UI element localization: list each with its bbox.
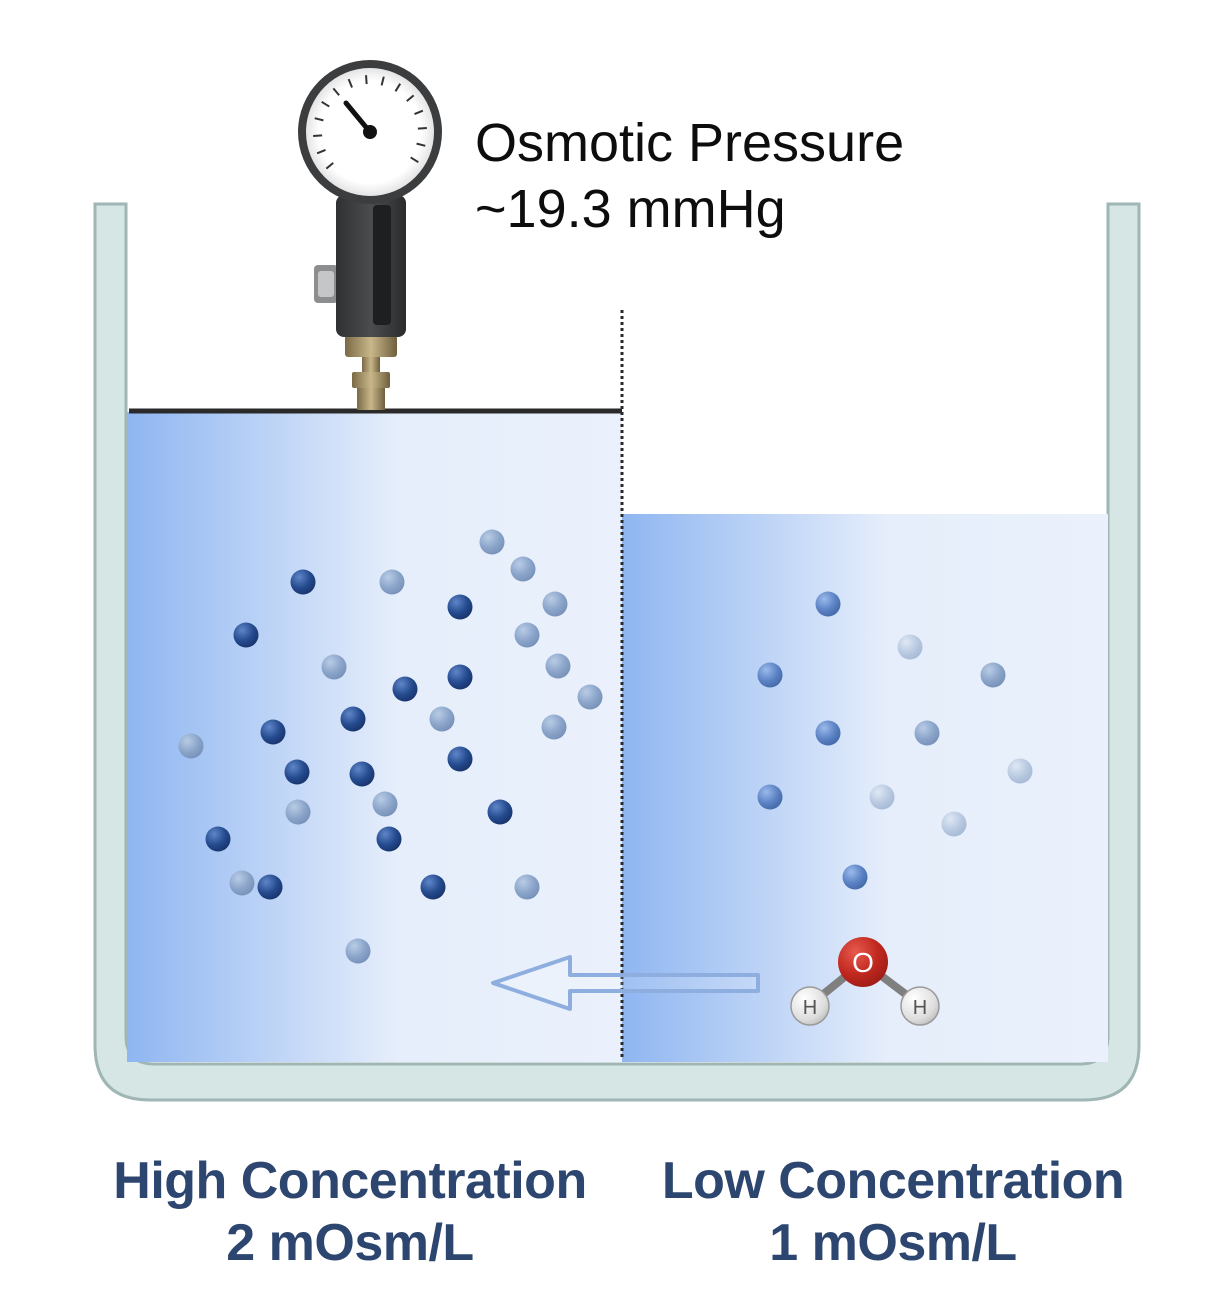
hydrogen-label-right: H — [913, 997, 927, 1019]
solute-particle — [514, 622, 540, 648]
solute-particle — [372, 791, 398, 817]
gauge-tick — [321, 100, 330, 108]
solute-particle — [869, 784, 895, 810]
solute-particle — [545, 653, 571, 679]
solute-particle — [178, 733, 204, 759]
hydrogen-label-left: H — [803, 997, 817, 1019]
low-concentration-label: Low Concentration 1 mOsm/L — [613, 1150, 1173, 1274]
solute-particle — [205, 826, 231, 852]
solute-particle — [233, 622, 259, 648]
solute-particle — [757, 662, 783, 688]
solute-particle — [290, 569, 316, 595]
solute-particle — [447, 664, 473, 690]
water-flow-arrow — [491, 955, 760, 1011]
low-concentration-title: Low Concentration — [661, 1152, 1125, 1210]
gauge-tick — [332, 87, 340, 96]
gauge-tick — [380, 76, 385, 86]
solute-particle — [321, 654, 347, 680]
solute-particle — [757, 784, 783, 810]
solute-particle — [447, 594, 473, 620]
gauge-tick — [313, 134, 323, 137]
oxygen-label: O — [852, 947, 874, 978]
gauge-tick — [406, 94, 415, 102]
solute-particle — [510, 556, 536, 582]
gauge-tick — [347, 78, 353, 88]
solute-particle — [914, 720, 940, 746]
gauge-tick-marks — [313, 75, 427, 170]
osmotic-pressure-label: Osmotic Pressure ~19.3 mmHg — [475, 110, 904, 242]
solute-particle — [941, 811, 967, 837]
water-molecule: O H H — [790, 937, 940, 1026]
solute-particle — [257, 874, 283, 900]
high-concentration-value: 2 mOsm/L — [226, 1214, 474, 1272]
solute-particle — [897, 634, 923, 660]
osmotic-pressure-value: ~19.3 mmHg — [475, 179, 786, 239]
solute-particle — [229, 870, 255, 896]
solute-particle — [577, 684, 603, 710]
gauge-tick — [410, 156, 419, 164]
water-left-compartment — [127, 412, 622, 1062]
pressure-gauge — [298, 60, 442, 410]
solute-particle — [487, 799, 513, 825]
solute-particle — [541, 714, 567, 740]
high-concentration-title: High Concentration — [113, 1152, 587, 1210]
gauge-tick — [316, 149, 326, 155]
solute-particles-right — [757, 591, 1033, 890]
high-concentration-label: High Concentration 2 mOsm/L — [70, 1150, 630, 1274]
oxygen-atom — [838, 937, 888, 987]
solute-particle — [420, 874, 446, 900]
solute-particle — [842, 864, 868, 890]
solute-particle — [1007, 758, 1033, 784]
solute-particle — [260, 719, 286, 745]
solute-particle — [429, 706, 455, 732]
solute-particle — [284, 759, 310, 785]
solute-particle — [379, 569, 405, 595]
solute-particle — [376, 826, 402, 852]
solute-particle — [340, 706, 366, 732]
gauge-tick — [314, 117, 324, 122]
solute-particle — [815, 720, 841, 746]
gauge-tick — [325, 162, 334, 170]
solute-particle — [815, 591, 841, 617]
hydrogen-atom-right — [900, 986, 940, 1026]
gauge-tick — [416, 142, 426, 147]
gauge-tick — [365, 75, 368, 85]
gauge-tick — [417, 127, 427, 130]
gauge-tick — [394, 83, 402, 92]
solute-particle — [447, 746, 473, 772]
low-concentration-value: 1 mOsm/L — [769, 1214, 1017, 1272]
solute-particle — [479, 529, 505, 555]
solute-particles-left — [178, 529, 603, 964]
gauge-tick — [414, 109, 424, 115]
solute-particle — [392, 676, 418, 702]
solute-particle — [349, 761, 375, 787]
solute-particle — [345, 938, 371, 964]
solute-particle — [285, 799, 311, 825]
solute-particle — [542, 591, 568, 617]
hydrogen-atom-left — [790, 986, 830, 1026]
solute-particle — [980, 662, 1006, 688]
osmotic-pressure-title: Osmotic Pressure — [475, 113, 905, 173]
solute-particle — [514, 874, 540, 900]
